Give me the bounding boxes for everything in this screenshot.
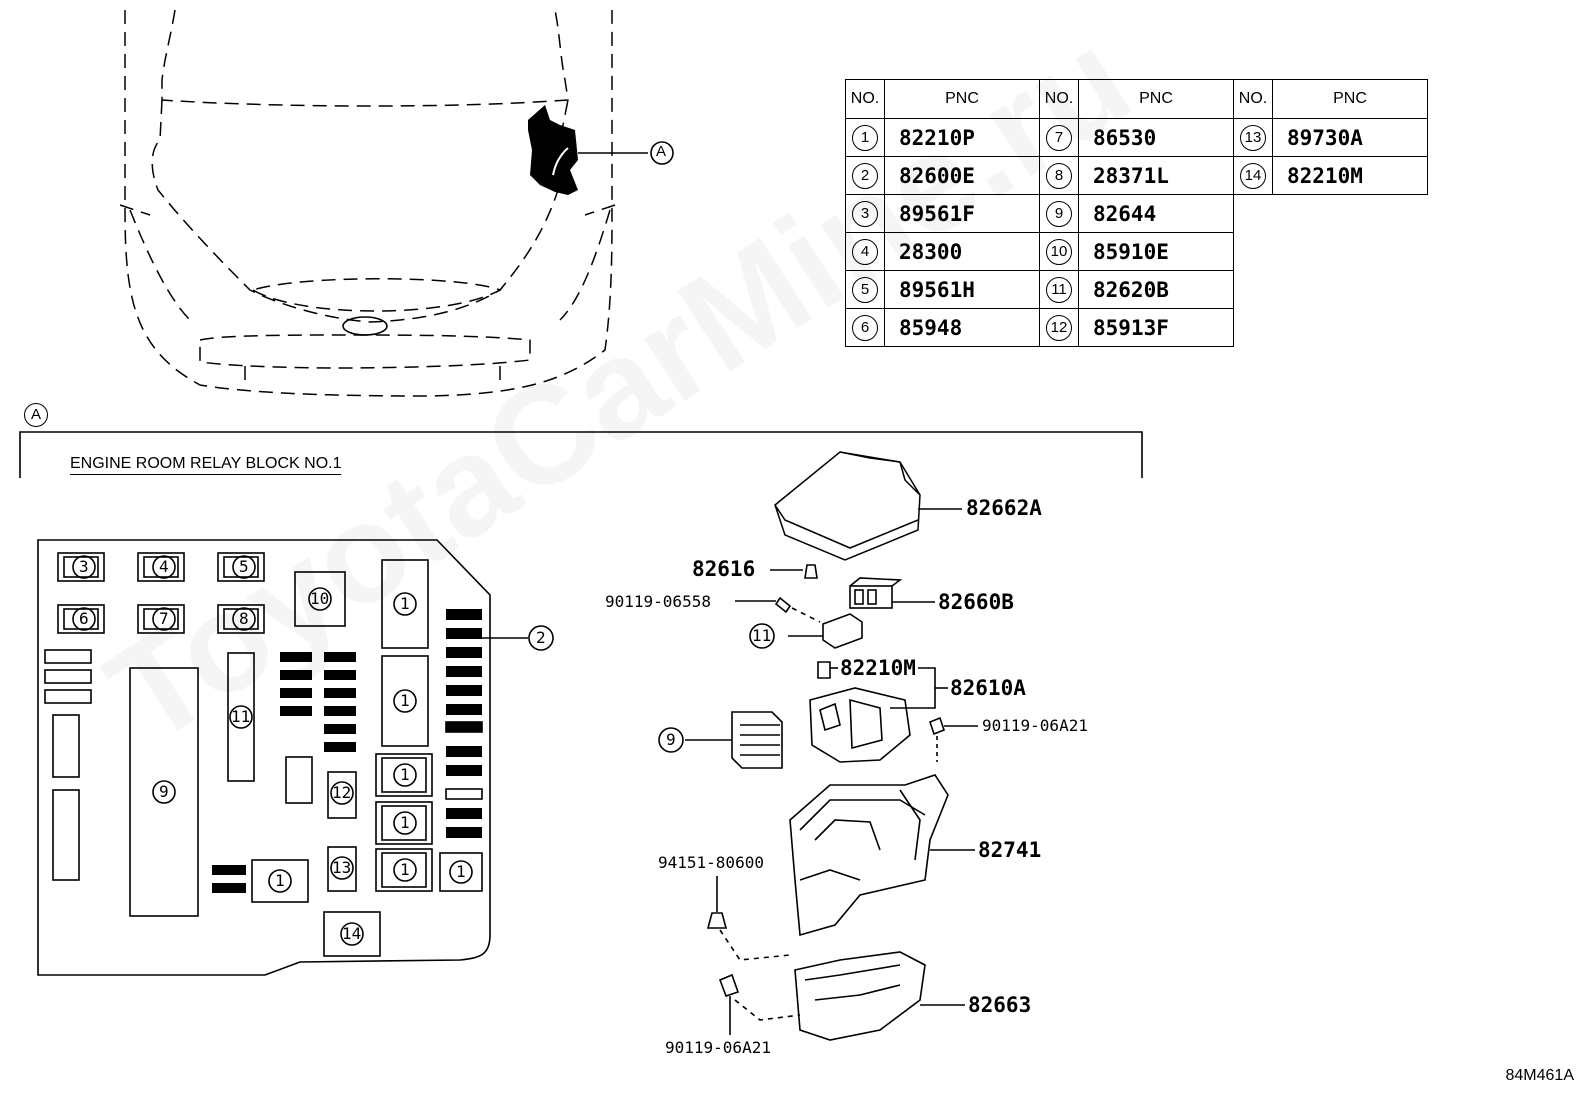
table-no: 11 xyxy=(1046,276,1072,303)
relay-9-slot xyxy=(129,667,199,917)
table-pnc: 85913F xyxy=(1078,308,1234,347)
callout-1g: 1 xyxy=(275,871,285,890)
label-82610A: 82610A xyxy=(950,676,1026,700)
diagram-code: 84M461A xyxy=(1505,1067,1575,1084)
header-pnc-3: PNC xyxy=(1272,79,1428,119)
label-82663: 82663 xyxy=(968,993,1032,1017)
label-82662A: 82662A xyxy=(966,496,1042,520)
table-row: 6 85948 12 85913F xyxy=(845,308,1428,347)
table-pnc: 89561F xyxy=(884,194,1040,233)
table-pnc: 82644 xyxy=(1078,194,1234,233)
connector-82620B xyxy=(822,613,863,649)
label-90119-06558: 90119-06558 xyxy=(605,592,711,611)
table-pnc: 82600E xyxy=(884,156,1040,195)
table-row: 2 82600E 8 28371L 14 82210M xyxy=(845,156,1428,195)
relay-9-part xyxy=(731,711,783,769)
car-top-view xyxy=(119,9,616,397)
table-row: 3 89561F 9 82644 xyxy=(845,194,1428,233)
callout-4: 4 xyxy=(159,557,169,576)
table-no: 10 xyxy=(1046,238,1072,265)
label-callout-11: 11 xyxy=(752,626,772,645)
label-82660B: 82660B xyxy=(938,590,1014,614)
header-no-2: NO. xyxy=(1039,79,1079,119)
relay-10-slot xyxy=(294,571,346,627)
table-no: 5 xyxy=(852,276,878,303)
relay-block-location-icon xyxy=(528,105,578,195)
connector-82660B xyxy=(849,577,903,609)
lower-cover-82663 xyxy=(794,951,926,1041)
table-pnc: 89561H xyxy=(884,270,1040,309)
table-pnc: 86530 xyxy=(1078,118,1234,157)
mini-fuses xyxy=(212,609,482,893)
callout-13: 13 xyxy=(332,858,352,877)
table-no: 7 xyxy=(1046,124,1072,151)
label-82616: 82616 xyxy=(692,557,756,581)
table-pnc: 28371L xyxy=(1078,156,1234,195)
callout-8: 8 xyxy=(239,609,249,628)
table-no: 8 xyxy=(1046,162,1072,189)
callout-5: 5 xyxy=(239,557,249,576)
section-title: ENGINE ROOM RELAY BLOCK NO.1 xyxy=(70,455,342,475)
callout-1a: 1 xyxy=(400,594,410,613)
callout-1f: 1 xyxy=(456,862,466,881)
cover-82662A xyxy=(774,451,921,561)
table-no: 12 xyxy=(1046,314,1072,341)
callout-1b: 1 xyxy=(400,691,410,710)
view-a-section-marker: A xyxy=(24,403,48,427)
view-a-callout-top: A xyxy=(655,143,666,160)
header-pnc-2: PNC xyxy=(1078,79,1234,119)
table-pnc: 85910E xyxy=(1078,232,1234,271)
callout-1c: 1 xyxy=(400,765,410,784)
table-row: 5 89561H 11 82620B xyxy=(845,270,1428,309)
table-pnc: 82210P xyxy=(884,118,1040,157)
callout-10: 10 xyxy=(310,589,330,608)
label-82741: 82741 xyxy=(978,838,1042,862)
table-no: 1 xyxy=(852,124,878,151)
view-a-callout-circle xyxy=(650,141,674,165)
header-no-3: NO. xyxy=(1233,79,1273,119)
table-pnc: 28300 xyxy=(884,232,1040,271)
table-no: 2 xyxy=(852,162,878,189)
table-pnc: 82210M xyxy=(1272,156,1428,195)
table-row: 4 28300 10 85910E xyxy=(845,232,1428,271)
header-pnc-1: PNC xyxy=(884,79,1040,119)
section-frame xyxy=(19,431,1143,478)
callout-11: 11 xyxy=(231,707,251,726)
callout-1d: 1 xyxy=(400,813,410,832)
label-90119-06A21-mid: 90119-06A21 xyxy=(982,716,1088,735)
table-row: 1 82210P 7 86530 13 89730A xyxy=(845,118,1428,157)
table-pnc: 89730A xyxy=(1272,118,1428,157)
housing-82741 xyxy=(789,774,949,937)
table-pnc: 85948 xyxy=(884,308,1040,347)
header-no-1: NO. xyxy=(845,79,885,119)
table-header-row: NO. PNC NO. PNC NO. PNC xyxy=(845,79,1428,119)
emblem-icon xyxy=(342,316,388,336)
callout-12: 12 xyxy=(332,783,352,802)
label-94151-80600: 94151-80600 xyxy=(658,853,764,872)
table-no: 14 xyxy=(1240,162,1266,189)
callout-1e: 1 xyxy=(400,860,410,879)
table-no: 9 xyxy=(1046,200,1072,227)
callout-7: 7 xyxy=(159,609,169,628)
pnc-table: NO. PNC NO. PNC NO. PNC 1 82210P 7 86530… xyxy=(845,79,1428,347)
table-no: 13 xyxy=(1240,124,1266,151)
table-no: 3 xyxy=(852,200,878,227)
callout-2: 2 xyxy=(536,628,546,647)
label-callout-9: 9 xyxy=(666,730,676,749)
callout-14: 14 xyxy=(342,924,362,943)
relay-block-82610A xyxy=(809,687,911,763)
table-no: 6 xyxy=(852,314,878,341)
table-no: 4 xyxy=(852,238,878,265)
label-90119-06A21-bottom: 90119-06A21 xyxy=(665,1038,771,1057)
table-pnc: 82620B xyxy=(1078,270,1234,309)
label-82210M: 82210M xyxy=(840,656,916,680)
callout-6: 6 xyxy=(79,609,89,628)
callout-9: 9 xyxy=(159,782,169,801)
relay-block-layout xyxy=(37,539,491,976)
relay-11-slot xyxy=(227,652,255,782)
callout-3: 3 xyxy=(79,557,89,576)
